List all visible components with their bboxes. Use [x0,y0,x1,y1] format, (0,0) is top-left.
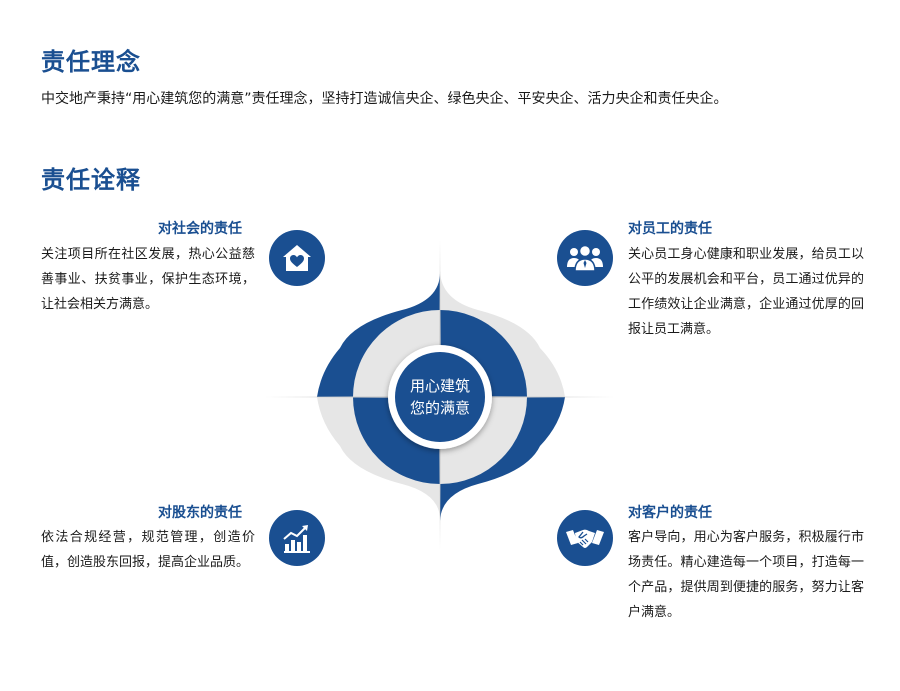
society-title: 对社会的责任 [158,221,242,237]
shareholders-title: 对股东的责任 [158,505,242,521]
people-group-icon [557,230,613,286]
growth-chart-icon [269,510,325,566]
section-title-interpretation: 责任诠释 [41,166,141,194]
handshake-icon [557,510,613,566]
house-heart-icon [269,230,325,286]
society-text: 关注项目所在社区发展，热心公益慈善事业、扶贫事业，保护生态环境，让社会相关方满意… [41,247,255,312]
center-circle [395,352,485,442]
employees-text: 关心员工身心健康和职业发展，给员工以公平的发展机会和平台，员工通过优异的工作绩效… [628,247,864,337]
shareholders-text: 依法合规经营，规范管理，创造价值，创造股东回报，提高企业品质。 [41,530,255,570]
center-text-line1: 用心建筑 [410,377,470,395]
center-text-line2: 您的满意 [410,399,470,417]
customers-title: 对客户的责任 [628,505,712,521]
employees-title: 对员工的责任 [628,221,712,237]
customers-text: 客户导向，用心为客户服务，积极履行市场责任。精心建造每一个项目，打造每一个产品，… [628,530,864,620]
section-title-philosophy: 责任理念 [41,48,141,76]
philosophy-text: 中交地产秉持“用心建筑您的满意”责任理念，坚持打造诚信央企、绿色央企、平安央企、… [41,91,728,107]
